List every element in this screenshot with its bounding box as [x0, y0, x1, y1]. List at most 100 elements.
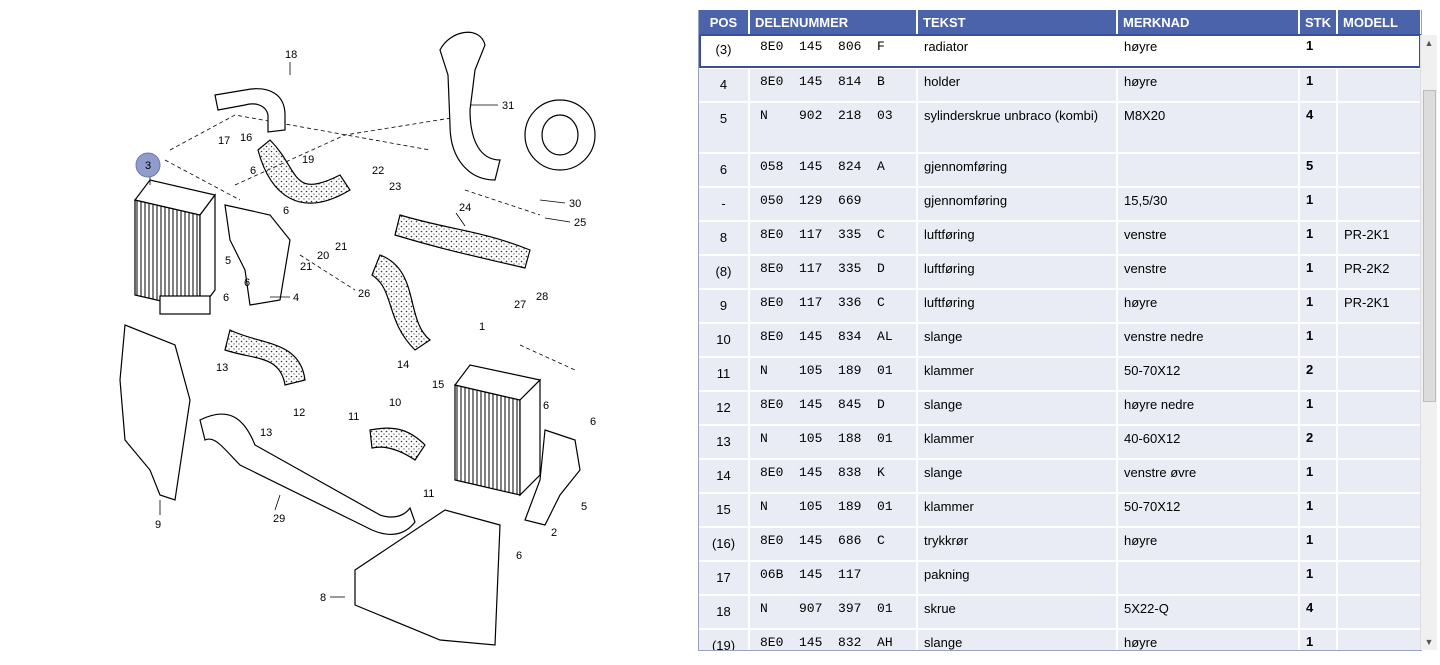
callout-27: 27: [514, 299, 526, 311]
cell-text: holder: [917, 68, 1118, 103]
cell-model: [1337, 357, 1421, 392]
callout-leaders: [149, 62, 571, 598]
cell-pos: 12: [699, 391, 750, 426]
cell-pos: -: [699, 187, 750, 222]
cell-pos: 10: [699, 323, 750, 358]
cell-model: [1337, 425, 1421, 460]
cell-text: gjennomføring: [917, 187, 1118, 222]
col-header-model[interactable]: MODELL: [1337, 10, 1421, 34]
callout-25: 25: [574, 217, 586, 229]
col-header-pos[interactable]: POS: [699, 10, 750, 34]
cell-qty: 1: [1299, 459, 1338, 494]
cell-model: [1337, 391, 1421, 426]
cell-model: [1337, 561, 1421, 596]
scroll-up-arrow-icon[interactable]: ▲: [1424, 38, 1434, 48]
cell-remark: [1117, 153, 1300, 188]
cell-text: pakning: [917, 561, 1118, 596]
table-header-row: POS DELENUMMER TEKST MERKNAD STK MODELL: [699, 10, 1421, 34]
cell-part-number: N 902 218 03: [749, 102, 918, 154]
cell-remark: venstre: [1117, 221, 1300, 256]
parts-diagram: 18 17 16 19 31 3 6 6 22 23 30 24 25 5 21…: [0, 0, 690, 665]
callout-labels: 18 17 16 19 31 3 6 6 22 23 30 24 25 5 21…: [145, 49, 596, 604]
callout-31: 31: [502, 100, 514, 112]
callout-20: 20: [317, 250, 329, 262]
air-duct-8: [354, 509, 501, 646]
cell-remark: M8X20: [1117, 102, 1300, 154]
cell-part-number: 8E0 145 832 AH: [749, 629, 918, 650]
cell-qty: 1: [1299, 561, 1338, 596]
cell-qty: 1: [1299, 391, 1338, 426]
cell-model: [1337, 459, 1421, 494]
callout-28: 28: [536, 291, 548, 303]
cell-pos: 6: [699, 153, 750, 188]
cell-model: [1337, 629, 1421, 650]
scrollbar-thumb[interactable]: [1423, 90, 1436, 402]
col-header-qty[interactable]: STK: [1299, 10, 1338, 34]
selected-callout-marker[interactable]: [135, 152, 161, 178]
table-scrollbar[interactable]: ▲ ▼: [1420, 35, 1437, 650]
cell-part-number: 8E0 117 336 C: [749, 289, 918, 324]
cell-qty: 1: [1299, 629, 1338, 650]
cell-remark: [1117, 561, 1300, 596]
cell-model: PR-2K1: [1337, 289, 1421, 324]
cell-remark: høyre: [1117, 68, 1300, 103]
callout-1: 1: [479, 321, 485, 333]
col-header-remark[interactable]: MERKNAD: [1117, 10, 1300, 34]
cell-remark: høyre nedre: [1117, 391, 1300, 426]
cell-qty: 4: [1299, 595, 1338, 630]
cell-pos: 4: [699, 68, 750, 103]
callout-24: 24: [459, 202, 471, 214]
cell-pos: 18: [699, 595, 750, 630]
callout-22: 22: [372, 165, 384, 177]
col-header-text[interactable]: TEKST: [917, 10, 1118, 34]
cell-qty: 2: [1299, 425, 1338, 460]
cell-qty: 1: [1299, 323, 1338, 358]
cell-qty: 1: [1299, 289, 1338, 324]
cell-qty: 1: [1299, 221, 1338, 256]
cell-remark: 15,5/30: [1117, 187, 1300, 222]
cell-pos: 8: [699, 221, 750, 256]
cell-text: slange: [917, 629, 1118, 650]
callout-21a: 21: [335, 241, 347, 253]
pressure-pipe-16: [214, 88, 286, 133]
cell-pos: 14: [699, 459, 750, 494]
scroll-down-arrow-icon[interactable]: ▼: [1424, 637, 1434, 647]
callout-18: 18: [285, 49, 297, 61]
cell-text: luftføring: [917, 289, 1118, 324]
cell-remark: 50-70X12: [1117, 357, 1300, 392]
cell-part-number: N 105 188 01: [749, 425, 918, 460]
cell-qty: 1: [1299, 187, 1338, 222]
turbo-inlet: [439, 31, 596, 181]
cell-qty: 5: [1299, 153, 1338, 188]
callout-8: 8: [320, 592, 326, 604]
cell-pos: (19): [699, 629, 750, 650]
cell-part-number: 8E0 145 834 AL: [749, 323, 918, 358]
cell-text: slange: [917, 391, 1118, 426]
col-header-part-number[interactable]: DELENUMMER: [749, 10, 918, 34]
callout-2: 2: [551, 527, 557, 539]
cell-model: [1337, 527, 1421, 562]
callout-11b: 11: [423, 488, 434, 500]
cell-pos: 9: [699, 289, 750, 324]
hoses: [224, 139, 531, 461]
cell-remark: 50-70X12: [1117, 493, 1300, 528]
